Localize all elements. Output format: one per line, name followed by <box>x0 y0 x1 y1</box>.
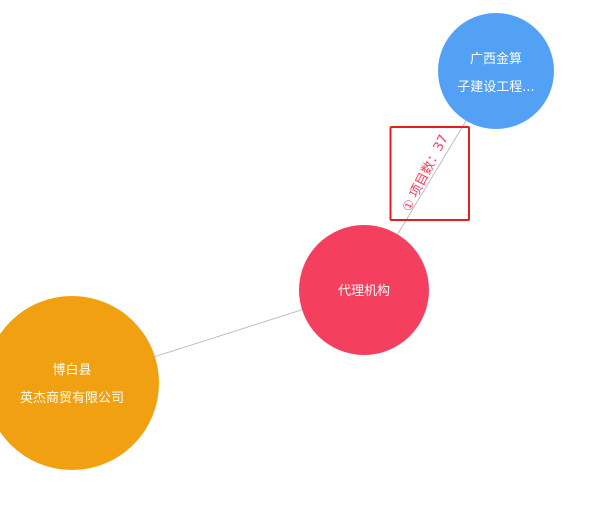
edge-label-text: ① 项目数：37 <box>400 132 452 214</box>
node-guangxi-label-line1: 广西金算 <box>470 51 522 67</box>
node-agency-circle <box>299 225 429 355</box>
node-agency-label: 代理机构 <box>338 284 390 299</box>
node-bobai[interactable]: 博白县 英杰商贸有限公司 <box>0 296 159 470</box>
node-bobai-label-line2: 英杰商贸有限公司 <box>20 391 124 406</box>
node-guangxi[interactable]: 广西金算 子建设工程... <box>438 13 554 129</box>
node-bobai-label-line1: 博白县 <box>52 362 91 378</box>
node-guangxi-label-line2: 子建设工程... <box>457 80 534 95</box>
node-bobai-circle <box>0 296 159 470</box>
edge-label-highlight-box <box>389 126 470 221</box>
node-guangxi-circle <box>438 13 554 129</box>
node-agency[interactable]: 代理机构 <box>299 225 429 355</box>
edge-label-project-count[interactable]: ① 项目数：37 <box>389 126 470 221</box>
